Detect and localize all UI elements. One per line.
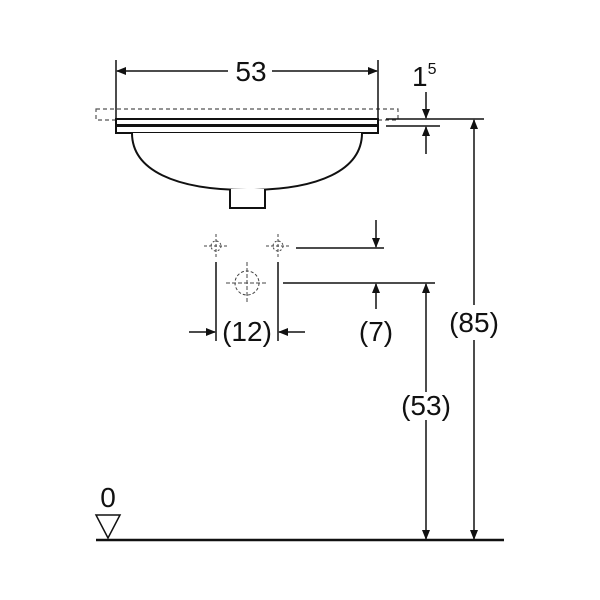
tap-spacing-label: (12): [222, 316, 272, 347]
thickness-label-sup: 5: [428, 61, 437, 78]
tap-drop-label: (7): [359, 316, 393, 347]
thickness-label: 15: [412, 61, 437, 92]
width-label: 53: [235, 56, 266, 87]
basin-rim-lower: [115, 125, 379, 134]
mixer-hole-symbol: [226, 262, 268, 304]
tap-hole-left-symbol: [204, 234, 228, 258]
outlet-height-label: (53): [401, 390, 451, 421]
basin-rim: [115, 118, 379, 126]
drain-outlet: [229, 189, 266, 209]
total-height-label: (85): [449, 307, 499, 338]
basin-bowl: [131, 132, 363, 192]
floor-level-label: 0: [100, 482, 116, 513]
floor-level-triangle: [94, 514, 122, 540]
thickness-label-base: 1: [412, 61, 428, 92]
tap-hole-right-symbol: [266, 234, 290, 258]
